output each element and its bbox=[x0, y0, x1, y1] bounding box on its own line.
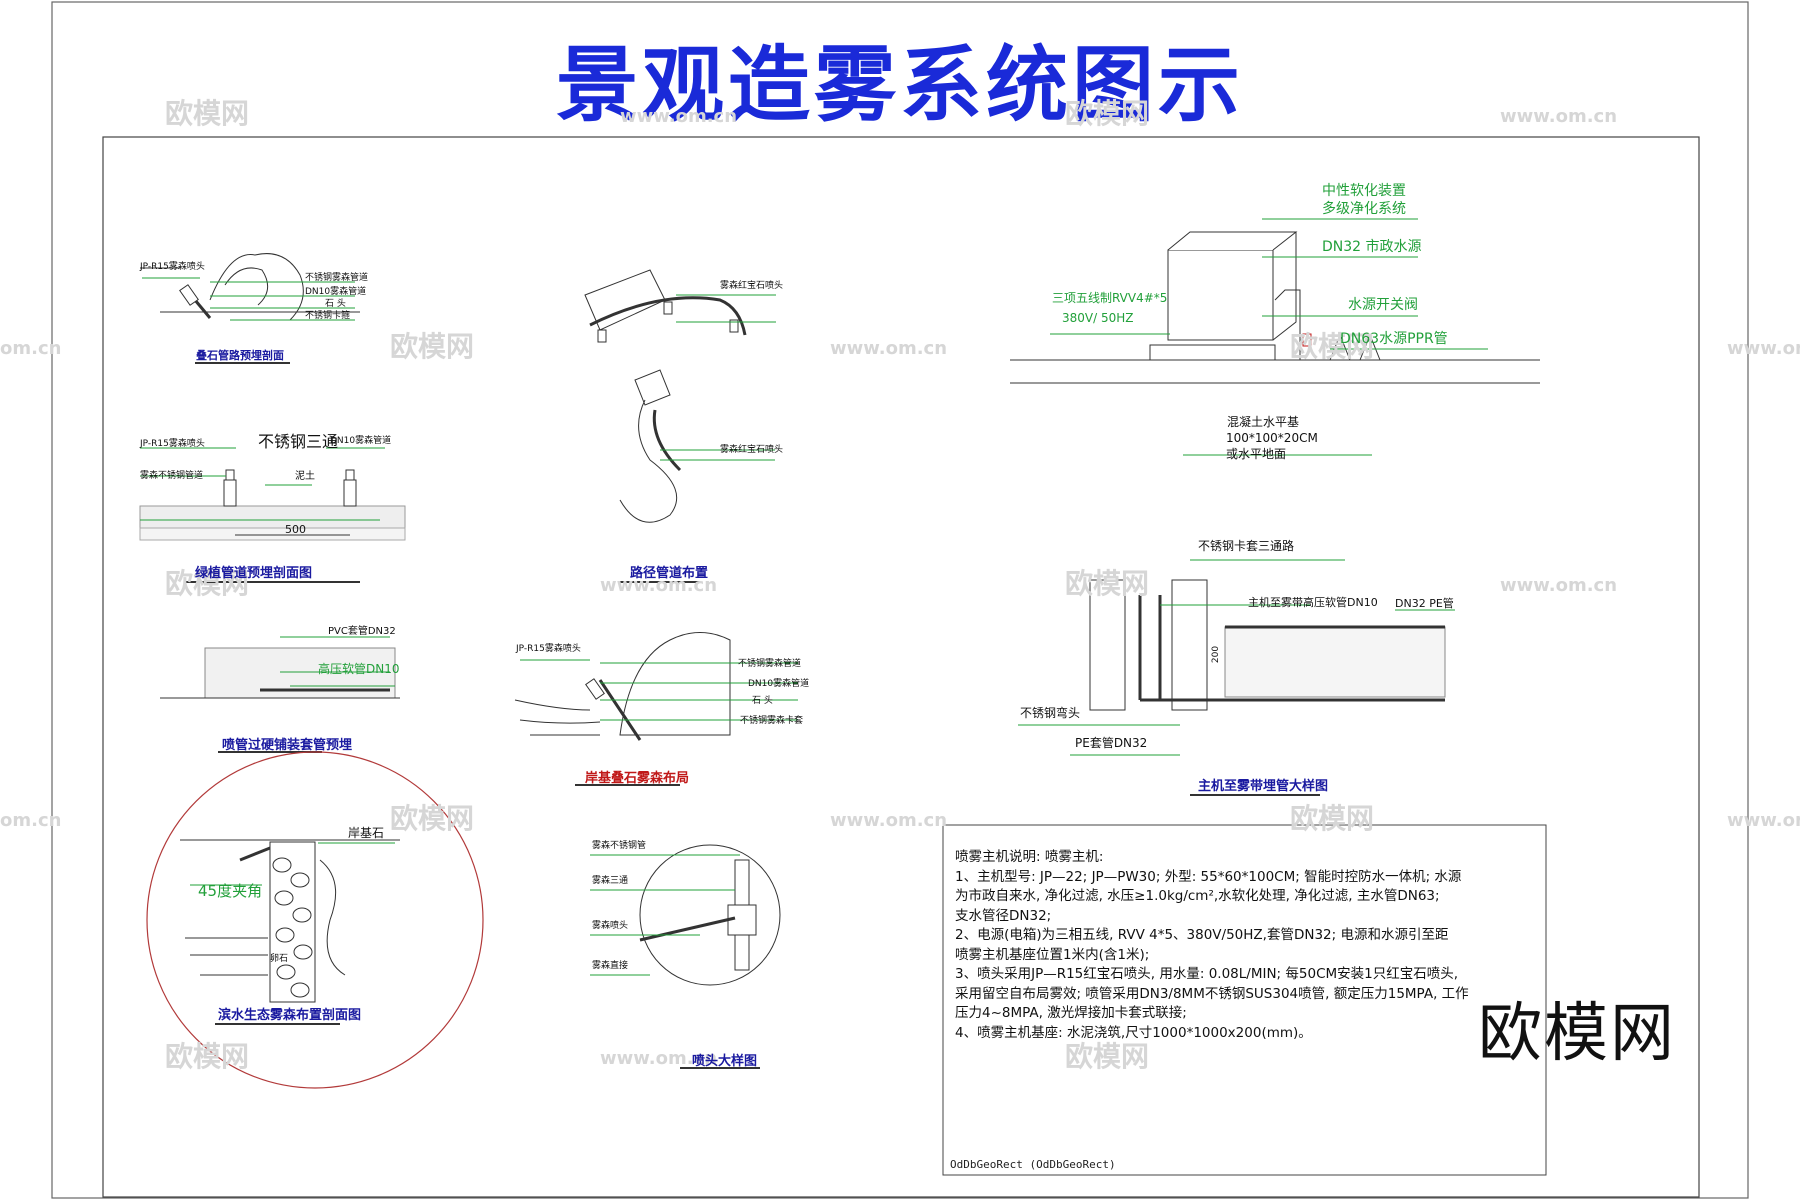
notes-line: 2、电源(电箱)为三相五线, RVV 4*5、380V/50HZ,套管DN32;… bbox=[955, 927, 1449, 943]
label: 100*100*20CM bbox=[1226, 431, 1318, 445]
label: DN32 PE管 bbox=[1395, 597, 1454, 610]
watermark-brand: 欧模网 bbox=[1290, 802, 1375, 835]
watermark-url: www.om.cn bbox=[1500, 106, 1618, 127]
label: 卵石 bbox=[270, 954, 289, 964]
label: 三项五线制RVV4#*5 bbox=[1052, 291, 1168, 305]
caption-green-pipe: 绿植管道预埋剖面图 bbox=[195, 566, 313, 581]
label: 不锈钢雾森管道 bbox=[738, 659, 802, 669]
caption-waterside: 滨水生态雾森布置剖面图 bbox=[218, 1008, 362, 1023]
label: 高压软管DN10 bbox=[318, 662, 400, 676]
label: 不锈钢弯头 bbox=[1020, 706, 1081, 720]
label: JP-R15雾森喷头 bbox=[516, 644, 581, 654]
label: 不锈钢卡箍 bbox=[305, 311, 351, 321]
label: 不锈钢雾森卡套 bbox=[740, 716, 804, 726]
label: PVC套管DN32 bbox=[328, 626, 396, 637]
watermark-url: www.om.cn bbox=[600, 575, 718, 596]
shore-rock-section bbox=[514, 632, 798, 786]
label: 不锈钢雾森管道 bbox=[305, 273, 369, 283]
label: 雾森直接 bbox=[592, 961, 629, 971]
label: 不锈钢卡套三通路 bbox=[1198, 539, 1295, 553]
watermark-brand: 欧模网 bbox=[165, 567, 250, 600]
watermark-url: www.om.cn bbox=[830, 338, 948, 359]
watermark-brand: 欧模网 bbox=[390, 802, 475, 835]
caption-host-pipe: 主机至雾带埋管大样图 bbox=[1198, 779, 1329, 794]
notes-line: 采用留空自布局雾效; 喷管采用DN3/8MM不锈钢SUS304喷管, 额定压力1… bbox=[955, 985, 1469, 1002]
label: 泥土 bbox=[295, 471, 315, 482]
label: DN10雾森管道 bbox=[330, 436, 392, 446]
notes-line: 4、喷雾主机基座: 水泥浇筑,尺寸1000*1000x200(mm)。 bbox=[955, 1024, 1312, 1041]
caption-path-layout: 路径管道布置 bbox=[630, 566, 709, 581]
label: 不锈钢三通 bbox=[258, 432, 339, 451]
notes-line: 3、喷头采用JP—R15红宝石喷头, 用水量: 0.08L/MIN; 每50CM… bbox=[955, 966, 1459, 982]
label: PE套管DN32 bbox=[1075, 736, 1148, 750]
watermark-brand: 欧模网 bbox=[165, 1040, 250, 1073]
label: DN10雾森管道 bbox=[305, 287, 367, 297]
label: 石 头 bbox=[325, 299, 346, 309]
label: 500 bbox=[285, 523, 306, 536]
label: 雾森三通 bbox=[592, 876, 629, 886]
watermark-brand: 欧模网 bbox=[390, 330, 475, 363]
watermark-url: www.om.cn bbox=[1727, 338, 1800, 359]
label: 主机至雾带高压软管DN10 bbox=[1248, 596, 1378, 609]
label: JP-R15雾森喷头 bbox=[140, 439, 205, 449]
hard-paving-section bbox=[160, 636, 400, 753]
watermark-url: www.om.cn bbox=[620, 106, 738, 127]
label: 雾森不锈钢管 bbox=[592, 841, 647, 851]
label: 或水平地面 bbox=[1226, 447, 1287, 461]
label: 雾森喷头 bbox=[592, 921, 629, 931]
green-pipe-section bbox=[139, 447, 406, 583]
notes-line: 压力4~8MPA, 激光焊接加卡套式联接; bbox=[955, 1005, 1187, 1021]
label: 岸基石 bbox=[348, 826, 385, 840]
watermark-brand: 欧模网 bbox=[1065, 1040, 1150, 1073]
notes-line: 喷雾主机基座位置1米内(含1米); bbox=[955, 946, 1150, 963]
watermark-url: www.om.cn bbox=[600, 1048, 718, 1069]
label: 混凝土水平基 bbox=[1227, 415, 1300, 429]
watermark-brand: 欧模网 bbox=[1065, 97, 1150, 130]
watermark-url: om.cn bbox=[0, 810, 62, 831]
watermark-brand: 欧模网 bbox=[1065, 567, 1150, 600]
label: 雾森不锈钢管道 bbox=[140, 471, 204, 481]
brand-logo: 欧模网 bbox=[1478, 997, 1676, 1071]
label: 380V/ 50HZ bbox=[1062, 311, 1134, 325]
notes-line: 为市政自来水, 净化过滤, 水压≥1.0kg/cm²,水软化处理, 净化过滤, … bbox=[955, 888, 1440, 904]
label: DN32 市政水源 bbox=[1322, 239, 1422, 255]
label: JP-R15雾森喷头 bbox=[140, 262, 205, 272]
label: 多级净化系统 bbox=[1322, 201, 1406, 217]
notes-block: 喷雾主机说明: 喷雾主机: 1、主机型号: JP—22; JP—PW30; 外型… bbox=[955, 848, 1555, 1043]
label: 石 头 bbox=[752, 696, 773, 706]
path-layout bbox=[584, 269, 776, 583]
watermark-url: www.om.cn bbox=[1500, 575, 1618, 596]
watermark-url: www.om.cn bbox=[1727, 810, 1800, 831]
label: 水源开关阀 bbox=[1348, 297, 1418, 313]
label: 200 bbox=[1211, 645, 1222, 664]
host-section bbox=[1010, 218, 1540, 456]
caption-hard-paving: 喷管过硬铺装套管预埋 bbox=[222, 738, 353, 753]
sheet-border-inner bbox=[102, 136, 1700, 1198]
sheet-border-outer bbox=[51, 1, 1749, 1199]
waterside-section bbox=[146, 751, 484, 1089]
host-pipe-detail bbox=[1018, 559, 1455, 796]
label: 45度夹角 bbox=[198, 882, 263, 900]
caption-rock-pipe: 叠石管路预埋剖面 bbox=[196, 349, 284, 362]
label: 雾森红宝石喷头 bbox=[720, 445, 784, 455]
caption-shore-rock: 岸基叠石雾森布局 bbox=[585, 771, 690, 786]
watermark-url: om.cn bbox=[0, 338, 62, 359]
watermark-url: www.om.cn bbox=[830, 810, 948, 831]
notes-line: 喷雾主机说明: 喷雾主机: bbox=[955, 849, 1104, 865]
watermark-brand: 欧模网 bbox=[1290, 330, 1375, 363]
label: DN63水源PPR管 bbox=[1340, 331, 1448, 347]
watermark-brand: 欧模网 bbox=[165, 97, 250, 130]
label: DN10雾森管道 bbox=[748, 679, 810, 689]
page-title: 景观造雾系统图示 bbox=[555, 38, 1244, 133]
notes-line: 支水管径DN32; bbox=[955, 907, 1052, 924]
label: 中性软化装置 bbox=[1322, 183, 1406, 199]
rock-pipe-section bbox=[140, 253, 360, 364]
caption-nozzle-detail: 喷头大样图 bbox=[692, 1054, 758, 1069]
notes-box bbox=[942, 824, 1547, 1176]
notes-line: 1、主机型号: JP—22; JP—PW30; 外型: 55*60*100CM;… bbox=[955, 868, 1462, 885]
footer-label: OdDbGeoRect (OdDbGeoRect) bbox=[950, 1158, 1116, 1171]
nozzle-detail bbox=[590, 844, 781, 1069]
label: 雾森红宝石喷头 bbox=[720, 281, 784, 291]
